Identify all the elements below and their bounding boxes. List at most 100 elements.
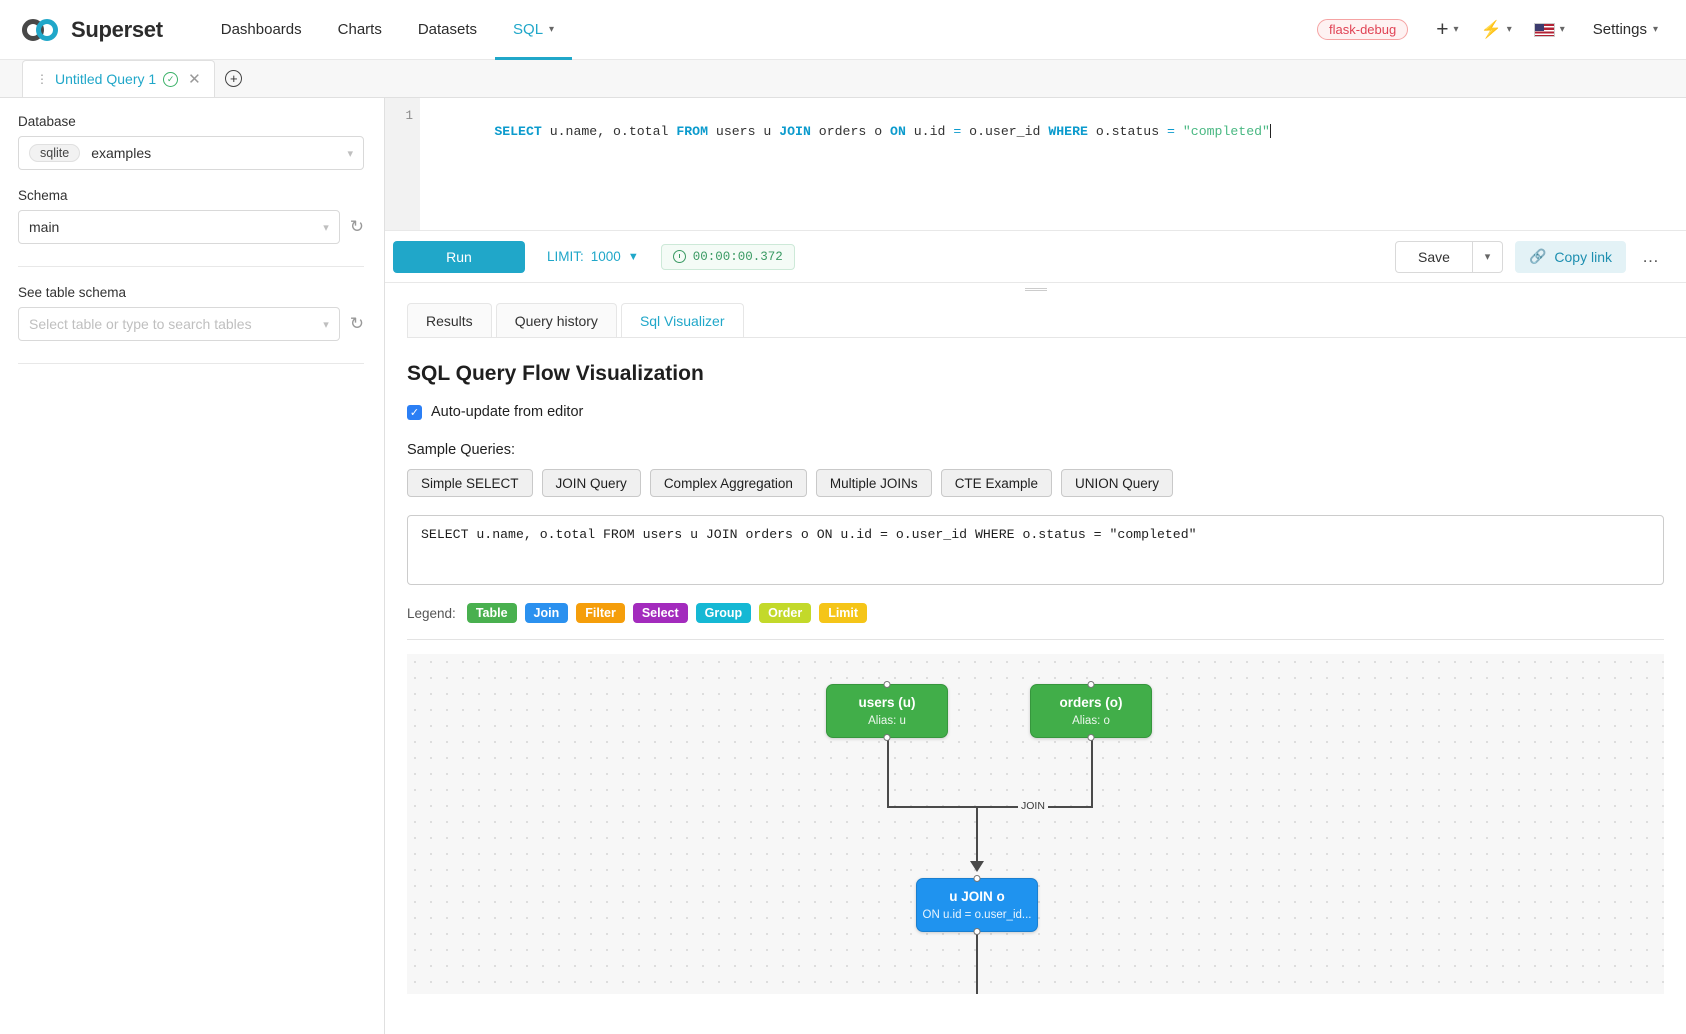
auto-update-label: Auto-update from editor bbox=[431, 404, 584, 420]
flow-node-users[interactable]: users (u) Alias: u bbox=[826, 681, 948, 741]
tabs-underline bbox=[407, 337, 1686, 338]
settings-label: Settings bbox=[1592, 21, 1647, 38]
edge-users-vertical bbox=[887, 738, 889, 807]
chevron-down-icon: ▼ bbox=[627, 250, 639, 263]
nav-item-dashboards-label: Dashboards bbox=[220, 21, 302, 38]
chevron-down-icon: ▾ bbox=[323, 318, 329, 331]
sample-query-button-4[interactable]: CTE Example bbox=[940, 469, 1052, 497]
legend-chip-table: Table bbox=[466, 603, 517, 623]
limit-value: 1000 bbox=[590, 249, 621, 264]
close-icon[interactable]: ✕ bbox=[188, 71, 201, 88]
edge-join-down bbox=[976, 806, 978, 865]
clock-icon bbox=[672, 250, 686, 263]
database-engine-badge: sqlite bbox=[29, 144, 81, 162]
run-button[interactable]: Run bbox=[393, 240, 525, 273]
tab-sql-visualizer[interactable]: Sql Visualizer bbox=[620, 303, 744, 337]
plus-icon: + bbox=[1436, 17, 1449, 41]
auto-update-checkbox[interactable]: ✓ bbox=[407, 404, 422, 420]
flow-node-orders-title: orders (o) bbox=[1059, 695, 1123, 710]
flow-node-orders[interactable]: orders (o) Alias: o bbox=[1030, 681, 1152, 741]
schema-select[interactable]: main ▾ bbox=[18, 210, 340, 244]
pane-resize-handle[interactable] bbox=[385, 283, 1686, 295]
sample-query-button-3[interactable]: Multiple JOINs bbox=[815, 469, 932, 497]
sample-queries-label: Sample Queries: bbox=[407, 442, 515, 458]
refresh-tables-icon[interactable]: ↻ bbox=[349, 314, 364, 333]
sql-visualizer-panel: SQL Query Flow Visualization ✓ Auto-upda… bbox=[385, 338, 1686, 1034]
refresh-schema-icon[interactable]: ↻ bbox=[349, 217, 364, 236]
table-select[interactable]: Select table or type to search tables ▾ bbox=[18, 307, 340, 341]
chevron-down-icon: ▾ bbox=[1506, 24, 1512, 35]
chevron-down-icon: ▾ bbox=[549, 24, 555, 35]
more-options-button[interactable]: … bbox=[1642, 246, 1660, 266]
nav-item-dashboards[interactable]: Dashboards bbox=[203, 0, 320, 60]
brand-logo-group[interactable]: Superset bbox=[22, 17, 163, 43]
schema-value: main bbox=[29, 219, 60, 235]
query-timer: 00:00:00.372 bbox=[660, 243, 795, 270]
tab-results[interactable]: Results bbox=[407, 303, 492, 337]
sample-query-button-0[interactable]: Simple SELECT bbox=[407, 469, 533, 497]
query-flow-canvas[interactable]: JOIN users (u) Alias: u orders (o) Alias… bbox=[407, 654, 1664, 994]
chevron-down-icon: ▾ bbox=[1453, 24, 1459, 35]
new-menu-button[interactable]: + ▾ bbox=[1428, 17, 1466, 43]
save-button[interactable]: Save bbox=[1395, 240, 1473, 273]
workspace: Database sqlite examples ▾ Schema main ▾… bbox=[0, 98, 1686, 1034]
copy-link-button[interactable]: 🔗 Copy link bbox=[1514, 240, 1626, 273]
save-dropdown-button[interactable]: ▾ bbox=[1472, 240, 1503, 273]
legend-divider bbox=[407, 639, 1664, 640]
table-schema-row: Select table or type to search tables ▾ … bbox=[18, 307, 364, 341]
copy-link-label: Copy link bbox=[1554, 248, 1612, 265]
flask-debug-badge: flask-debug bbox=[1317, 19, 1409, 40]
sample-query-button-5[interactable]: UNION Query bbox=[1060, 469, 1173, 497]
nav-item-datasets[interactable]: Datasets bbox=[400, 0, 495, 60]
sql-editor[interactable]: 1 SELECT u.name, o.total FROM users u JO… bbox=[385, 98, 1686, 231]
query-tab-untitled-query-1[interactable]: ⋮ Untitled Query 1 ✓ ✕ bbox=[22, 60, 215, 97]
node-port-top bbox=[1087, 681, 1095, 688]
schema-row: main ▾ ↻ bbox=[18, 210, 364, 244]
nav-right-group: flask-debug + ▾ ⚡ ▾ ▾ Settings ▾ bbox=[1317, 17, 1664, 43]
database-select[interactable]: sqlite examples ▾ bbox=[18, 136, 364, 170]
language-picker[interactable]: ▾ bbox=[1526, 19, 1573, 41]
settings-menu[interactable]: Settings ▾ bbox=[1579, 21, 1664, 38]
chevron-down-icon: ▾ bbox=[1652, 24, 1658, 35]
editor-code-area[interactable]: SELECT u.name, o.total FROM users u JOIN… bbox=[420, 98, 1686, 230]
top-navbar: Superset Dashboards Charts Datasets SQL … bbox=[0, 0, 1686, 60]
node-port-bottom bbox=[1087, 734, 1095, 741]
toolbar-right-group: Save ▾ 🔗 Copy link … bbox=[1395, 240, 1664, 273]
drag-handle-icon[interactable]: ⋮ bbox=[36, 72, 48, 86]
main-nav: Dashboards Charts Datasets SQL ▾ bbox=[203, 0, 572, 60]
sidebar-divider bbox=[18, 266, 364, 267]
superset-logo-icon bbox=[22, 18, 62, 41]
legend-chip-select: Select bbox=[632, 603, 688, 623]
node-port-top bbox=[973, 875, 981, 882]
nav-item-sql-label: SQL bbox=[513, 21, 544, 38]
flow-node-join-title: u JOIN o bbox=[949, 889, 1005, 904]
edge-arrowhead-icon bbox=[970, 861, 984, 872]
sample-query-button-2[interactable]: Complex Aggregation bbox=[649, 469, 807, 497]
edge-label-join: JOIN bbox=[1018, 800, 1048, 812]
sql-input-textarea[interactable] bbox=[407, 515, 1664, 585]
tab-query-history[interactable]: Query history bbox=[495, 303, 617, 337]
success-check-icon: ✓ bbox=[163, 71, 179, 87]
flow-node-orders-subtitle: Alias: o bbox=[1072, 715, 1110, 727]
chevron-down-icon: ▾ bbox=[347, 147, 353, 160]
link-icon: 🔗 bbox=[1528, 248, 1547, 264]
editor-line-number: 1 bbox=[405, 109, 413, 123]
node-port-bottom bbox=[883, 734, 891, 741]
left-sidebar: Database sqlite examples ▾ Schema main ▾… bbox=[0, 98, 385, 1034]
quick-actions-button[interactable]: ⚡ ▾ bbox=[1473, 17, 1520, 42]
editor-toolbar: Run LIMIT: 1000 ▼ 00:00:00.372 Save ▾ 🔗 … bbox=[385, 231, 1686, 283]
add-query-tab-button[interactable]: + bbox=[214, 60, 253, 97]
limit-dropdown[interactable]: LIMIT: 1000 ▼ bbox=[547, 249, 639, 264]
table-select-placeholder: Select table or type to search tables bbox=[29, 316, 252, 332]
sidebar-divider-2 bbox=[18, 363, 364, 364]
flow-node-join[interactable]: u JOIN o ON u.id = o.user_id... bbox=[916, 875, 1038, 935]
nav-item-sql[interactable]: SQL ▾ bbox=[495, 0, 572, 60]
nav-item-datasets-label: Datasets bbox=[417, 21, 478, 38]
sample-query-button-1[interactable]: JOIN Query bbox=[541, 469, 641, 497]
legend-chip-join: Join bbox=[524, 603, 569, 623]
database-label: Database bbox=[18, 114, 76, 129]
nav-item-charts[interactable]: Charts bbox=[320, 0, 400, 60]
query-timer-value: 00:00:00.372 bbox=[692, 249, 783, 264]
legend-chip-filter: Filter bbox=[576, 603, 625, 623]
